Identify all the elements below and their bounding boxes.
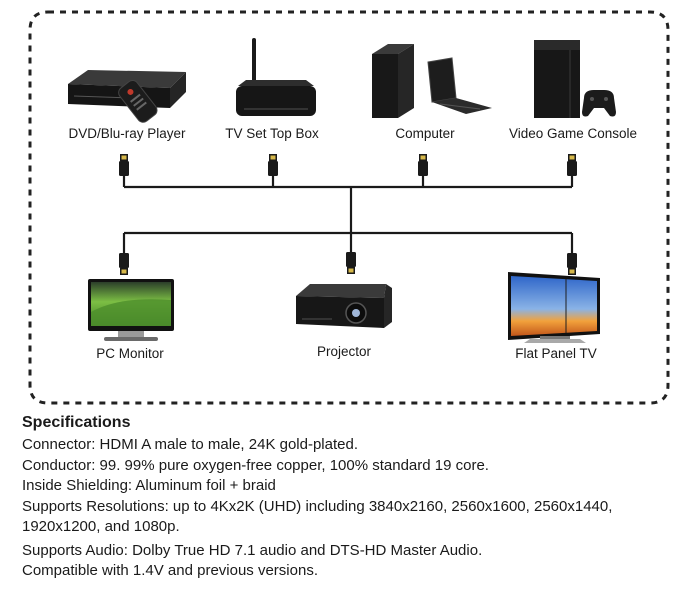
specifications-section: Specifications Connector: HDMI A male to…	[22, 414, 690, 582]
spec-line: Compatible with 1.4V and previous versio…	[22, 562, 318, 579]
source-label-game-console: Video Game Console	[508, 126, 638, 141]
bluray-player-icon	[68, 70, 186, 123]
dashed-frame	[28, 10, 670, 405]
source-label-bluray: DVD/Blu-ray Player	[68, 126, 186, 141]
spec-line: 1920x1200, and 1080p.	[22, 518, 180, 535]
hdmi-connector-icon	[268, 154, 278, 176]
source-label-set-top-box: TV Set Top Box	[225, 126, 319, 141]
display-label-pc-monitor: PC Monitor	[96, 346, 164, 361]
source-label-computer: Computer	[395, 126, 455, 141]
display-label-flat-panel-tv: Flat Panel TV	[515, 346, 597, 361]
display-label-projector: Projector	[316, 344, 372, 359]
spec-line: Supports Audio: Dolby True HD 7.1 audio …	[22, 541, 483, 559]
specifications-heading: Specifications	[22, 414, 131, 431]
hdmi-connector-icon	[119, 253, 129, 275]
pc-monitor-icon	[88, 279, 174, 341]
hdmi-connector-icon	[418, 154, 428, 176]
spec-line: Supports Resolutions: up to 4Kx2K (UHD) …	[22, 497, 613, 515]
computer-icon	[372, 44, 492, 118]
hdmi-connector-icon	[346, 252, 356, 274]
hdmi-connector-icon	[567, 154, 577, 176]
spec-line: Connector: HDMI A male to male, 24K gold…	[22, 436, 359, 453]
game-console-icon	[534, 40, 616, 118]
hdmi-connector-icon	[567, 253, 577, 275]
projector-icon	[296, 284, 392, 328]
hdmi-connector-icon	[119, 154, 129, 176]
flat-panel-tv-icon	[508, 272, 600, 343]
cable-tree	[122, 176, 574, 253]
spec-line: Inside Shielding: Aluminum foil + braid	[22, 477, 276, 494]
spec-line: Conductor: 99. 99% pure oxygen-free copp…	[22, 456, 489, 474]
set-top-box-icon	[236, 38, 316, 116]
